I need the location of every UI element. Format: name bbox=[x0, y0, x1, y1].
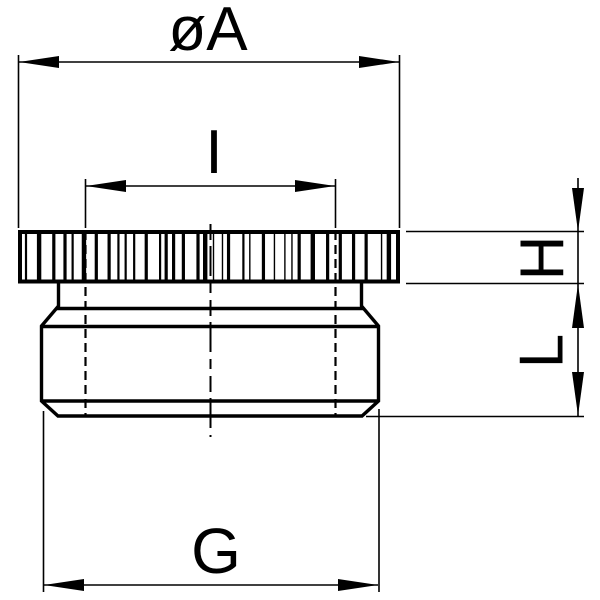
dimension-inner-i: I bbox=[84, 118, 337, 228]
dimension-thread-g: G bbox=[42, 409, 380, 592]
dimension-height-h: H bbox=[406, 178, 584, 416]
label-inner-i: I bbox=[205, 118, 222, 187]
dimension-diameter-a: øA bbox=[17, 0, 401, 228]
body-silhouette bbox=[39, 283, 381, 418]
knurl-band bbox=[18, 230, 400, 284]
label-length-l: L bbox=[507, 334, 576, 368]
arrow-right-icon bbox=[295, 180, 335, 192]
knurl-texture bbox=[24, 232, 392, 282]
arrow-left-icon bbox=[19, 56, 59, 68]
label-height-h: H bbox=[508, 236, 577, 281]
label-diameter-a: øA bbox=[168, 0, 248, 64]
arrow-right-icon bbox=[359, 56, 399, 68]
arrow-left-icon bbox=[44, 579, 84, 591]
arrow-down-icon bbox=[572, 188, 584, 232]
arrow-left-icon bbox=[86, 180, 126, 192]
arrow-down-icon bbox=[572, 372, 584, 416]
label-thread-g: G bbox=[191, 515, 241, 587]
part-outline bbox=[39, 283, 381, 418]
knurl-outline bbox=[18, 230, 400, 284]
arrow-right-icon bbox=[338, 579, 378, 591]
dimension-length-l: L bbox=[366, 284, 584, 418]
arrow-up-icon bbox=[572, 284, 584, 328]
hidden-thread-lines bbox=[84, 231, 337, 415]
